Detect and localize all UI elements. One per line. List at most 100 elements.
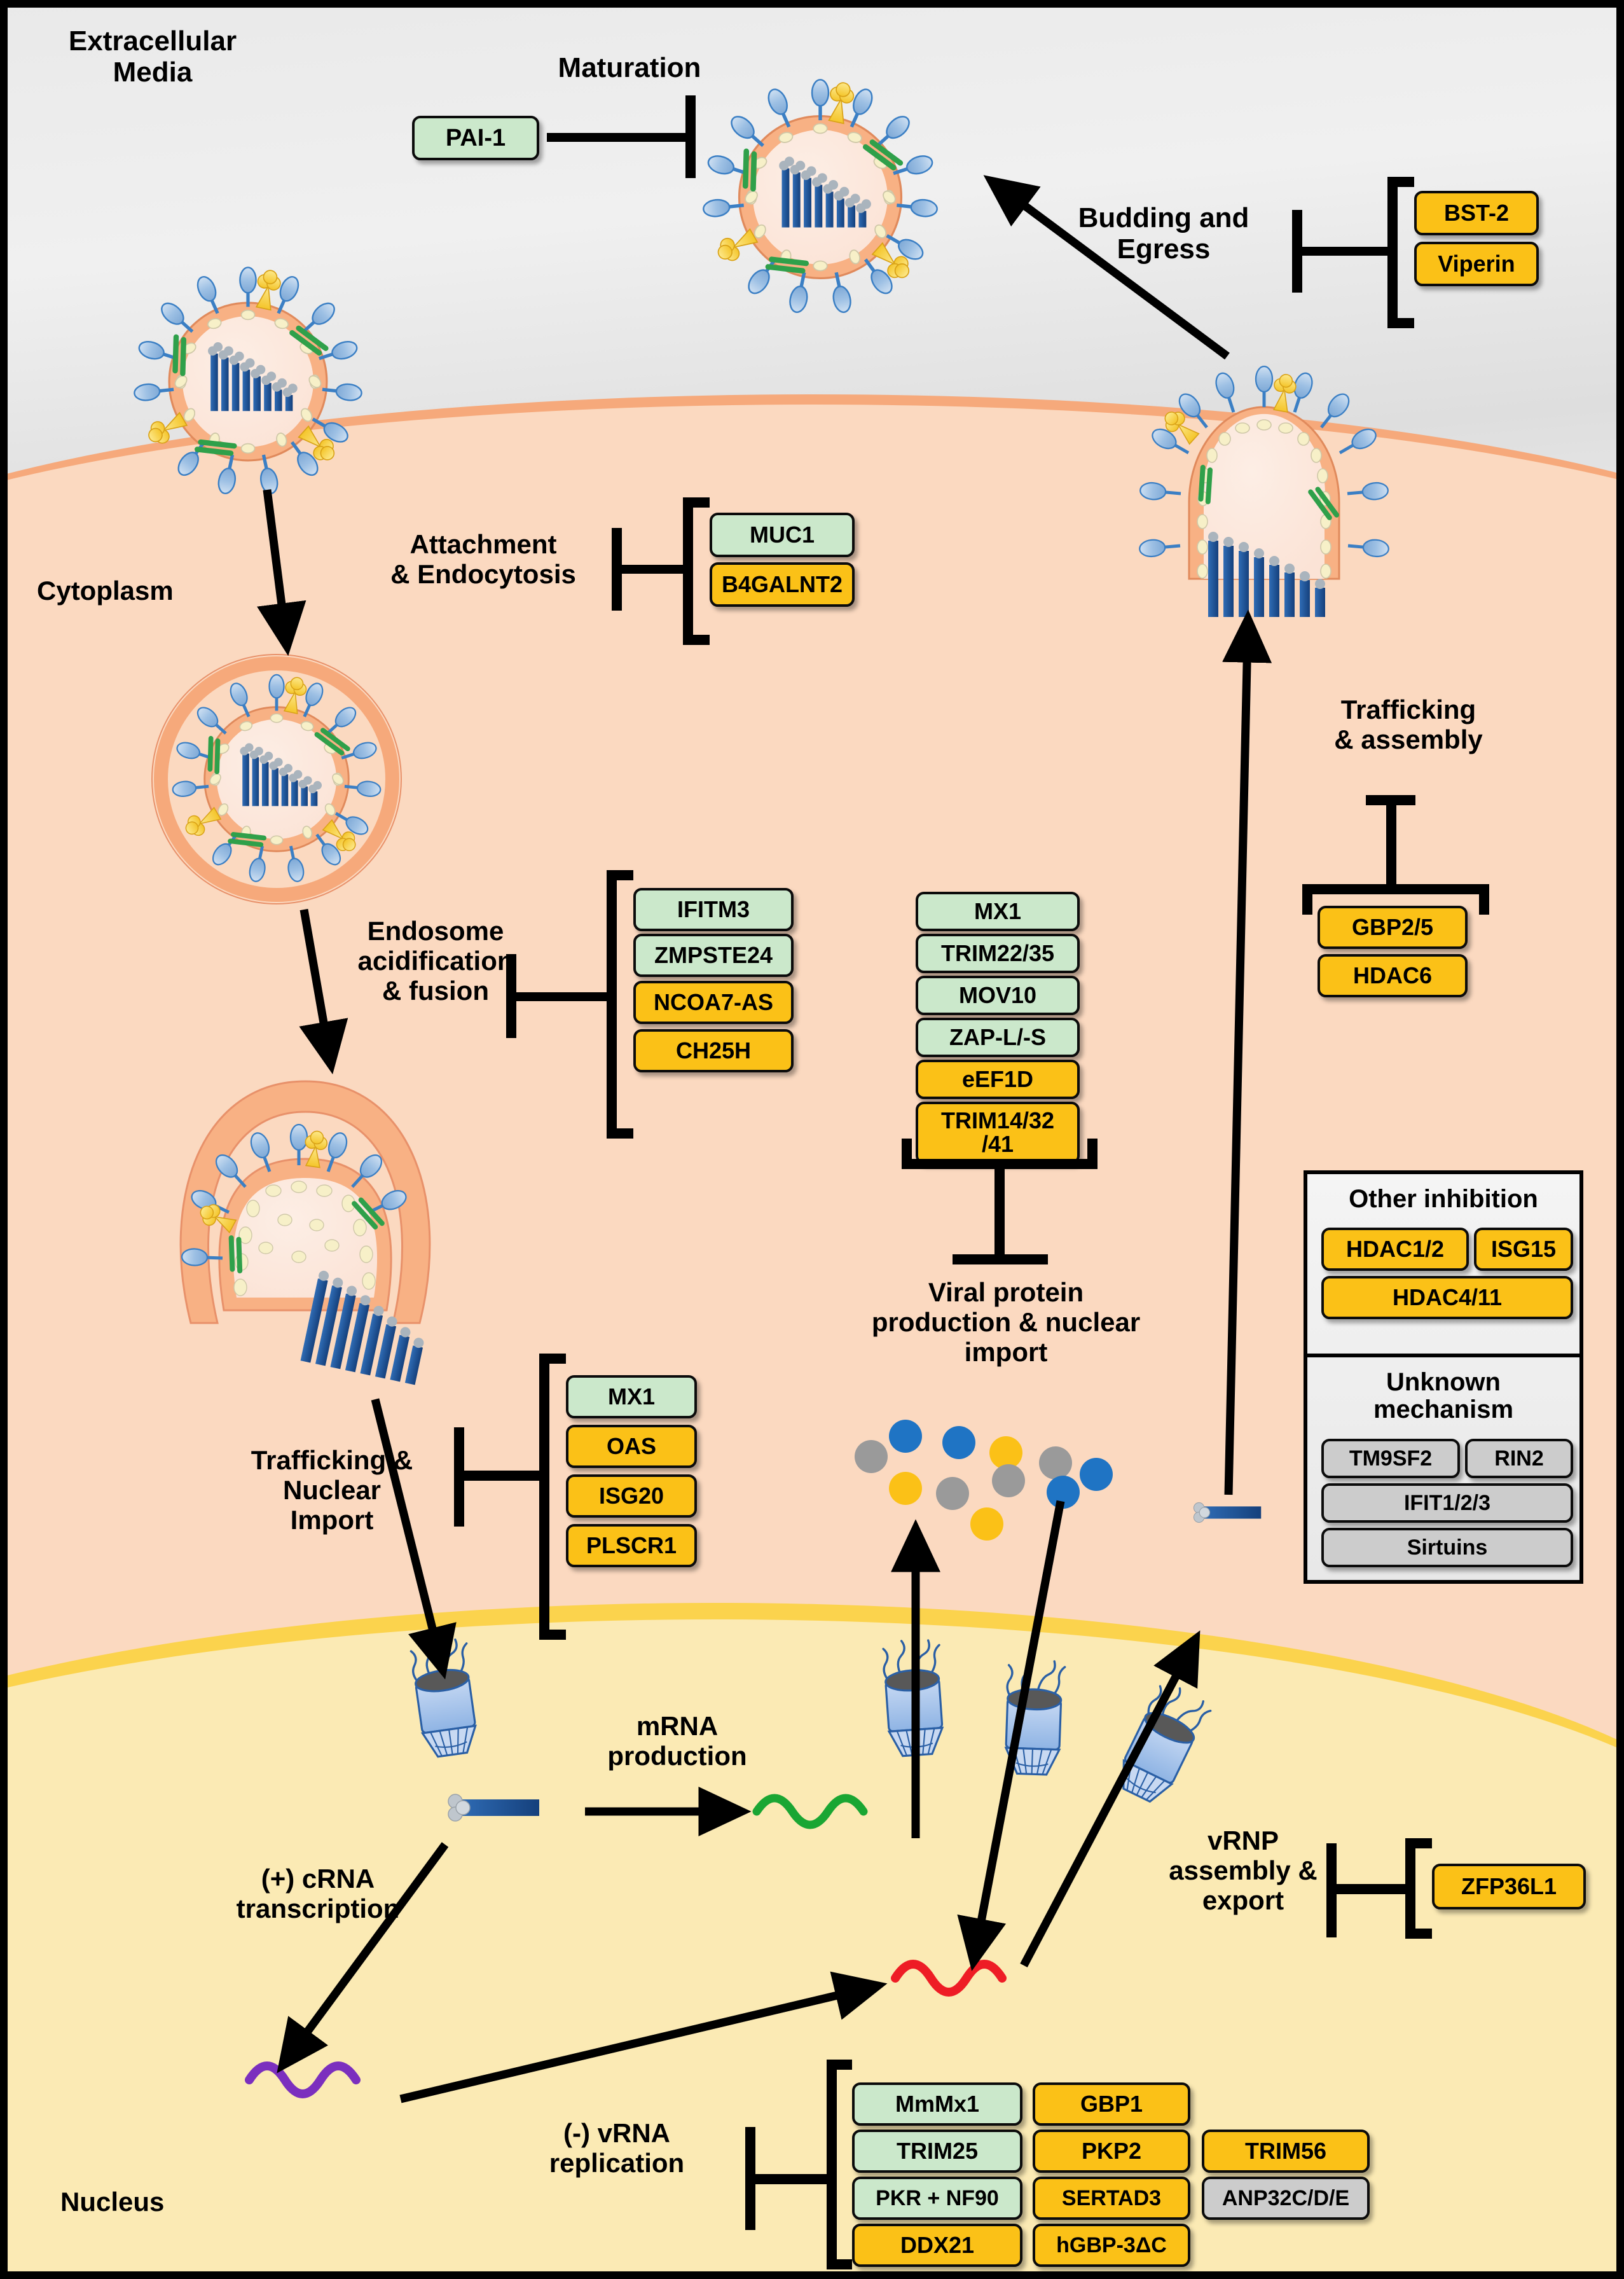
factor-muc1[interactable]: MUC1 [710, 513, 855, 557]
traffnuc-line3: Import [290, 1505, 374, 1535]
legend-factor-isg15[interactable]: ISG15 [1474, 1228, 1573, 1271]
bracket-vrna-top [827, 2060, 852, 2070]
bracket-attachment-top [683, 497, 710, 508]
label-vrnp-assembly-export: vRNP assembly & export [1138, 1825, 1348, 1915]
bracket-traffassembly-top [1302, 884, 1489, 894]
bracket-endosome-top [607, 870, 633, 880]
label-trafficking-nuclear-import: Trafficking & Nuclear Import [205, 1445, 459, 1535]
bracket-attachment-bottom [683, 635, 710, 645]
vrnp-rod-cytoplasm [1193, 1502, 1262, 1523]
flow-arrows [257, 175, 1272, 2103]
bracket-endosome-spine [607, 870, 617, 1139]
factor-ifitm3[interactable]: IFITM3 [633, 888, 794, 931]
factor-zap-l-s[interactable]: ZAP-L/-S [916, 1018, 1080, 1057]
factor-ch25h[interactable]: CH25H [633, 1029, 794, 1072]
factor-zmpste24[interactable]: ZMPSTE24 [633, 934, 794, 977]
factor-plscr1[interactable]: PLSCR1 [566, 1524, 697, 1567]
bracket-vrnp-top [1405, 1838, 1432, 1848]
factor-eef1d[interactable]: eEF1D [916, 1060, 1080, 1099]
endosome-fusion [179, 1080, 431, 1385]
factor-b4galnt2[interactable]: B4GALNT2 [710, 562, 855, 607]
bracket-attachment-spine [683, 497, 693, 645]
factor-mov10[interactable]: MOV10 [916, 976, 1080, 1015]
factor-trim25[interactable]: TRIM25 [852, 2130, 1022, 2173]
factor-gbp1[interactable]: GBP1 [1033, 2082, 1190, 2126]
bracket-traffnuc-top [539, 1354, 566, 1364]
virion-mature-released [703, 80, 938, 314]
vrnp-line3: export [1202, 1885, 1284, 1916]
factor-hdac6[interactable]: HDAC6 [1318, 954, 1468, 997]
bracket-traffassembly-left [1302, 884, 1312, 915]
factor-trim56[interactable]: TRIM56 [1202, 2130, 1370, 2173]
traffnuc-line2: Nuclear [282, 1475, 382, 1506]
legend-unknown-mechanism: Unknown mechanism TM9SF2 RIN2 IFIT1/2/3 … [1307, 1357, 1579, 1588]
factor-pai-1[interactable]: PAI-1 [412, 116, 539, 160]
factor-mx1-protein[interactable]: MX1 [916, 892, 1080, 931]
label-mrna-production: mRNA production [572, 1711, 782, 1771]
nuclear-pore-1 [408, 1635, 483, 1760]
bracket-traffassembly-right [1479, 884, 1489, 915]
vrnp-rod-nucleus [448, 1794, 540, 1822]
bracket-vrna-bottom [827, 2259, 852, 2269]
budding-line2: Egress [1117, 233, 1211, 265]
viralprotein-line2: production & nuclear [871, 1307, 1141, 1338]
connector-traffassembly-stem [1386, 795, 1396, 887]
legend-factor-hdac1-2[interactable]: HDAC1/2 [1321, 1228, 1469, 1271]
legend-unknown-mechanism-title: Unknown mechanism [1307, 1357, 1579, 1424]
factor-ncoa7-as[interactable]: NCOA7-AS [633, 981, 794, 1024]
label-crna-transcription: (+) cRNA transcription [191, 1864, 445, 1923]
factor-hgbp-3dc[interactable]: hGBP-3ΔC [1033, 2224, 1190, 2267]
legend-factor-rin2[interactable]: RIN2 [1465, 1439, 1573, 1478]
factor-pkp2[interactable]: PKP2 [1033, 2130, 1190, 2173]
connector-vrna-line [750, 2174, 833, 2184]
legend-factor-tm9sf2[interactable]: TM9SF2 [1321, 1439, 1460, 1478]
factor-zfp36l1[interactable]: ZFP36L1 [1432, 1864, 1586, 1909]
label-extracellular-media: Extracellular Media [38, 25, 267, 88]
bracket-viralprotein-bottom [902, 1159, 1098, 1169]
traffassembly-line1: Trafficking [1340, 695, 1476, 724]
factor-mx1-trafficking[interactable]: MX1 [566, 1375, 697, 1418]
factor-pkr-nf90[interactable]: PKR + NF90 [852, 2177, 1022, 2220]
legend-other-inhibition-title: Other inhibition [1349, 1185, 1538, 1213]
mrna-line1: mRNA [636, 1711, 719, 1741]
label-nucleus: Nucleus [60, 2187, 165, 2217]
bracket-vrnp-bottom [1405, 1929, 1432, 1939]
unknown-title-line2: mechanism [1373, 1396, 1514, 1424]
bracket-vrnp-spine [1405, 1838, 1415, 1939]
legend-factor-hdac4-11[interactable]: HDAC4/11 [1321, 1276, 1573, 1319]
traffnuc-line1: Trafficking & [251, 1445, 413, 1475]
factor-trim22-35[interactable]: TRIM22/35 [916, 934, 1080, 973]
factor-mmmx1[interactable]: MmMx1 [852, 2082, 1022, 2126]
bracket-viralprotein-right [1087, 1139, 1098, 1169]
bracket-traffnuc-spine [539, 1354, 549, 1640]
factor-gbp2-5[interactable]: GBP2/5 [1318, 906, 1468, 949]
factor-viperin[interactable]: Viperin [1414, 242, 1539, 286]
legend-factor-sirtuins[interactable]: Sirtuins [1321, 1528, 1573, 1567]
bracket-budding-bottom [1387, 318, 1414, 328]
unknown-title-line1: Unknown [1386, 1368, 1501, 1396]
factor-anp32cde[interactable]: ANP32C/D/E [1202, 2177, 1370, 2220]
mrna-line2: production [607, 1741, 747, 1771]
factor-bst-2[interactable]: BST-2 [1414, 191, 1539, 235]
vrna-squiggle-red [891, 1960, 1007, 1997]
legend-factor-ifit1-2-3[interactable]: IFIT1/2/3 [1321, 1483, 1573, 1523]
viralprotein-line1: Viral protein [928, 1277, 1084, 1307]
endosome-line1: Endosome [367, 916, 504, 946]
extracellular-line1: Extracellular [68, 25, 237, 57]
vrnp-line2: assembly & [1169, 1855, 1318, 1886]
label-attachment-endocytosis: Attachment & Endocytosis [356, 529, 610, 589]
factor-oas[interactable]: OAS [566, 1425, 697, 1468]
connector-endosome-line [511, 992, 612, 1001]
factor-sertad3[interactable]: SERTAD3 [1033, 2177, 1190, 2220]
bracket-budding-spine [1387, 177, 1398, 328]
factor-trim14-32-41[interactable]: TRIM14/32 /41 [916, 1102, 1080, 1164]
factor-ddx21[interactable]: DDX21 [852, 2224, 1022, 2267]
factor-isg20[interactable]: ISG20 [566, 1474, 697, 1518]
connector-viralprotein-stem [994, 1168, 1005, 1258]
connector-maturation-line [547, 133, 694, 142]
legend-panel: Other inhibition HDAC1/2 ISG15 HDAC4/11 … [1304, 1170, 1583, 1584]
label-cytoplasm: Cytoplasm [37, 576, 174, 606]
extracellular-line2: Media [113, 57, 193, 88]
